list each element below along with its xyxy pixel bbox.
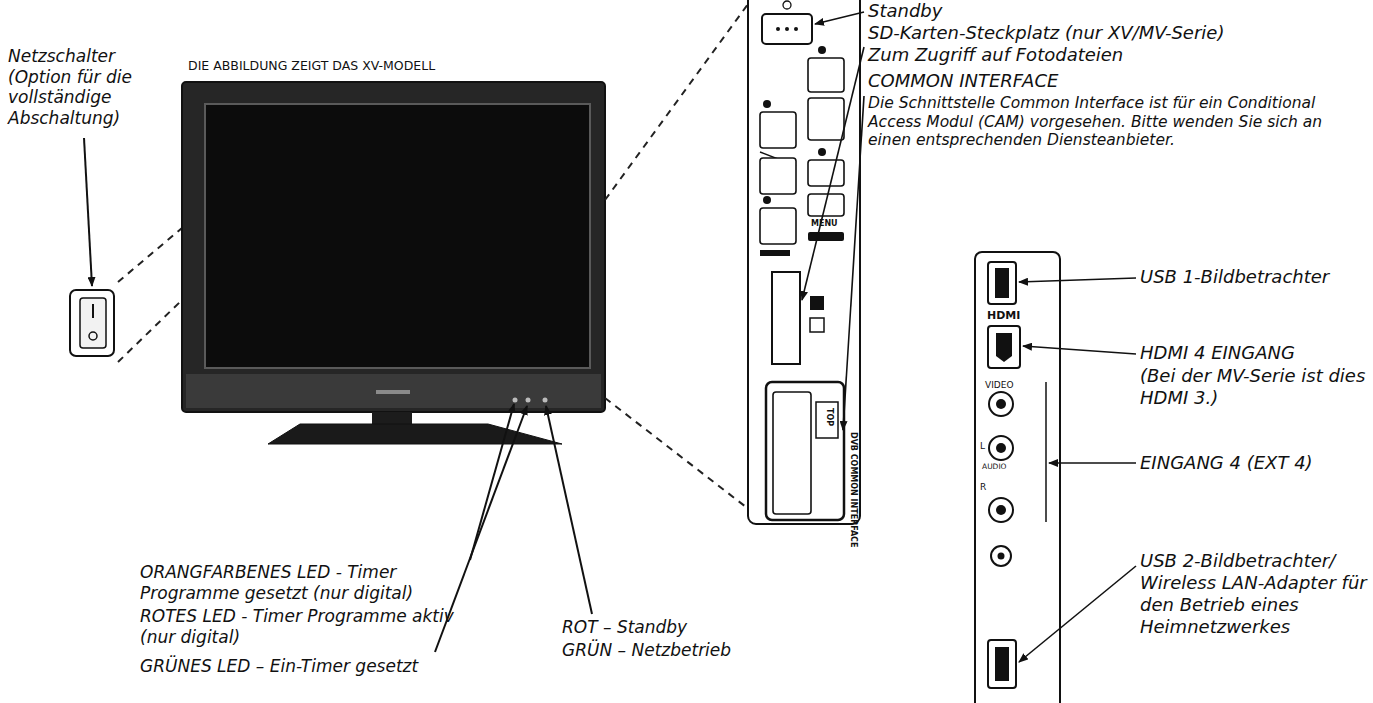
slot-label: TOP	[824, 408, 834, 426]
leader-arrow	[1023, 346, 1136, 354]
volume-down-button	[760, 158, 796, 194]
button-dot	[794, 27, 798, 31]
connector-panel	[975, 252, 1060, 703]
port-label: L	[980, 441, 985, 452]
sd-slot	[772, 272, 800, 364]
rca-jack-pin	[996, 443, 1006, 453]
hdmi-port	[988, 326, 1020, 368]
sd-icon	[810, 318, 824, 332]
usb-port	[988, 640, 1016, 688]
tv-stand-base	[268, 424, 562, 444]
standby-button	[762, 14, 812, 44]
port-label: R	[980, 482, 986, 493]
button-label: MENU	[811, 219, 838, 229]
headphone-jack-pin	[998, 553, 1005, 560]
callout-note: Die Schnittstelle Common Interface ist f…	[868, 94, 1363, 150]
power-switch	[70, 290, 114, 356]
callout-text: ROT – Standby	[562, 617, 687, 638]
leader-arrow	[84, 138, 92, 286]
power-symbol	[783, 1, 791, 9]
zoom-line	[118, 228, 182, 282]
button-icon	[760, 250, 790, 256]
panel-outline	[748, 0, 860, 524]
zoom-line	[605, 4, 748, 200]
callout-text: ROTES LED - Timer Programme aktiv (nur d…	[140, 606, 480, 647]
zoom-line	[118, 300, 182, 362]
leader-arrow	[802, 47, 864, 300]
button-icon	[763, 196, 771, 204]
callout-text: EINGANG 4 (EXT 4)	[1140, 452, 1313, 474]
ci-top-tab	[816, 402, 838, 438]
button-icon	[818, 148, 826, 156]
headphone-jack	[991, 546, 1011, 566]
leader-arrow	[815, 12, 864, 24]
port-label: HDMI	[987, 309, 1020, 322]
button-dot	[785, 27, 789, 31]
hdmi-port-inner	[996, 333, 1012, 362]
callout-heading: COMMON INTERFACE	[868, 70, 1058, 92]
switch-rocker	[80, 298, 106, 348]
usb-port	[988, 262, 1016, 304]
rca-jack-pin	[996, 505, 1006, 515]
callout-text: USB 1-Bildbetrachter	[1140, 266, 1329, 288]
port-label: VIDEO	[985, 380, 1014, 391]
button-icon	[763, 100, 771, 108]
leader-arrow	[546, 406, 592, 614]
zoom-line	[605, 398, 768, 524]
sd-icon	[810, 296, 824, 310]
rca-jack	[989, 392, 1013, 416]
slot-label: DVB COMMON INTERFACE	[848, 432, 858, 547]
tv-bottom-strip	[186, 374, 601, 408]
port-label: AUDIO	[982, 462, 1007, 471]
led	[543, 398, 548, 403]
callout-text: HDMI 4 EINGANG	[1140, 342, 1295, 364]
callout-text: Netzschalter (Option für die vollständig…	[8, 46, 173, 129]
callout-text: SD-Karten-Steckplatz (nur XV/MV-Serie)	[868, 22, 1224, 44]
callout-text: ORANGFARBENES LED - Timer Programme gese…	[140, 562, 480, 603]
channel-up-button	[808, 58, 844, 92]
channel-down-button	[808, 160, 844, 186]
rca-jack	[989, 498, 1013, 522]
callout-text: Zum Zugriff auf Fotodateien	[868, 44, 1123, 66]
leader-arrow	[1019, 278, 1136, 282]
button-icon	[808, 232, 844, 241]
channel-button	[808, 98, 844, 140]
group-bracket	[1045, 382, 1047, 522]
rca-jack-pin	[996, 399, 1006, 409]
switch-mark	[92, 304, 94, 318]
usb-port-inner	[995, 268, 1009, 298]
tv-bezel	[182, 82, 605, 412]
leader-arrow	[843, 96, 864, 430]
leader-arrow	[1019, 566, 1136, 662]
callout-text: Standby	[868, 0, 942, 22]
button-dot	[776, 27, 780, 31]
callout-text: GRÜN – Netzbetrieb	[562, 640, 731, 661]
input-button	[760, 208, 796, 244]
led	[526, 398, 531, 403]
button-icon	[818, 46, 826, 54]
ci-slot	[773, 392, 811, 514]
callout-text: GRÜNES LED – Ein-Timer gesetzt	[140, 656, 418, 677]
tv-screen	[205, 104, 590, 368]
switch-mark	[89, 332, 97, 340]
panel-outline	[975, 252, 1060, 703]
switch-body	[70, 290, 114, 356]
led	[513, 398, 518, 403]
tv-set	[182, 82, 605, 444]
rca-jack	[989, 436, 1013, 460]
volume-up-button	[760, 112, 796, 148]
figure-note: DIE ABBILDUNG ZEIGT DAS XV-MODELL	[188, 58, 435, 73]
control-panel	[748, 0, 860, 524]
callout-text: (Bei der MV-Serie ist dies HDMI 3.)	[1140, 365, 1373, 409]
ci-slot-frame	[766, 382, 844, 520]
leader-arrow	[1049, 462, 1136, 464]
tv-logo	[376, 390, 410, 394]
callout-text: USB 2-Bildbetrachter/ Wireless LAN-Adapt…	[1140, 550, 1373, 638]
usb-port-inner	[995, 647, 1009, 681]
leader-arrow	[470, 404, 514, 560]
